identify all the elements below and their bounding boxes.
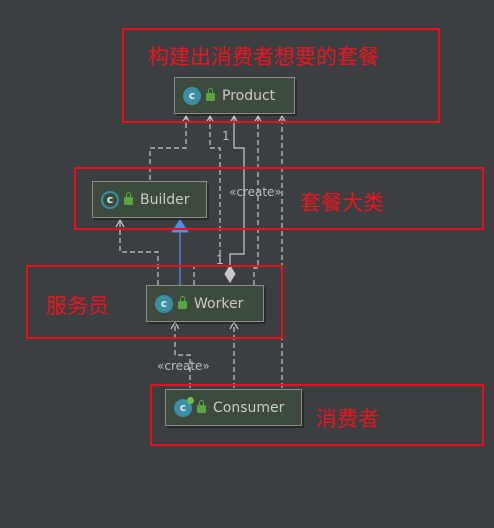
multiplicity-product-end: 1	[222, 129, 230, 143]
edge-worker-builder	[119, 220, 159, 285]
edge-worker-product-a	[193, 116, 221, 285]
annotation-box-builder	[74, 167, 484, 230]
public-lock-icon	[124, 192, 133, 205]
annotation-label-product: 构建出消费者想要的套餐	[148, 45, 379, 69]
stereotype-create-consumer-worker: «create»	[157, 359, 210, 373]
builder-name: Builder	[140, 191, 190, 208]
class-icon: c	[155, 294, 173, 313]
product-node[interactable]: c Product	[174, 77, 295, 114]
arrow-worker-product-aggregation	[229, 114, 239, 124]
consumer-name: Consumer	[213, 399, 285, 416]
worker-name: Worker	[194, 295, 244, 312]
arrow-consumer-worker-b	[229, 320, 239, 330]
stereotype-create-worker-product: «create»	[229, 185, 282, 199]
annotation-box-worker	[26, 265, 283, 339]
product-name: Product	[222, 87, 276, 104]
worker-node[interactable]: c Worker	[146, 285, 264, 322]
arrow-worker-product-c	[253, 114, 263, 124]
builder-node[interactable]: c Builder	[92, 181, 207, 218]
arrow-consumer-worker-a	[170, 320, 180, 330]
arrow-worker-builder	[115, 218, 125, 228]
annotation-label-consumer: 消费者	[316, 407, 379, 431]
arrow-consumer-product	[277, 114, 287, 124]
consumer-node[interactable]: c Consumer	[165, 389, 302, 426]
annotation-box-consumer	[150, 384, 484, 446]
class-icon: c	[183, 86, 201, 105]
public-lock-icon	[178, 296, 187, 309]
edge-worker-product-aggregation	[229, 116, 245, 268]
edge-worker-product-c	[253, 116, 259, 285]
edge-builder-product	[149, 116, 187, 180]
public-lock-icon	[197, 400, 206, 413]
arrow-builder-product	[181, 114, 191, 124]
multiplicity-worker-end: 1	[216, 253, 224, 267]
public-lock-icon	[206, 88, 215, 101]
annotation-label-worker: 服务员	[46, 294, 109, 318]
annotation-label-builder: 套餐大类	[300, 191, 384, 215]
abstract-class-icon: c	[101, 190, 119, 209]
aggregation-diamond	[224, 265, 236, 283]
arrow-worker-product-a	[205, 114, 215, 124]
annotation-box-product	[122, 28, 440, 123]
runnable-class-icon: c	[174, 396, 194, 417]
